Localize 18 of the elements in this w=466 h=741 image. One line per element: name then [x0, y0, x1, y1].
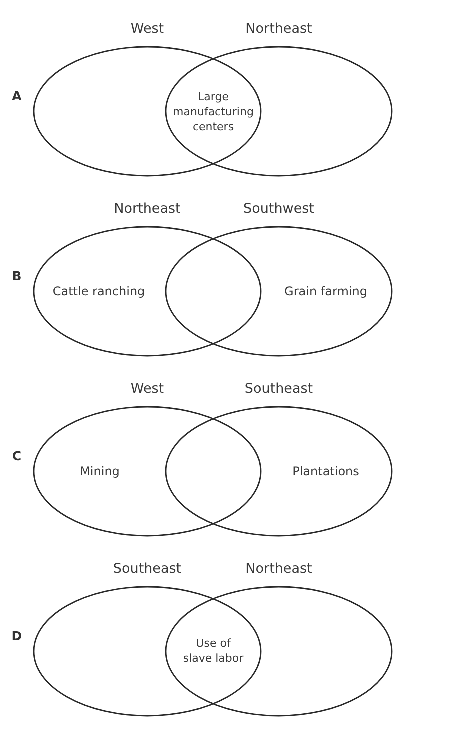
set-item-text: Grain farming: [284, 284, 368, 300]
set-heading: Northeast: [246, 561, 312, 578]
set-heading: Southeast: [113, 561, 182, 578]
overlap-text: Use of slave labor: [182, 636, 245, 666]
set-item-text: Cattle ranching: [52, 284, 146, 300]
set-heading: West: [130, 21, 164, 38]
set-heading: West: [130, 381, 164, 398]
panel-letter: C: [12, 448, 22, 464]
set-heading: Southwest: [244, 201, 314, 218]
panel-letter: B: [12, 268, 22, 284]
set-heading: Northeast: [246, 21, 312, 38]
set-heading: Southeast: [244, 381, 314, 398]
panel-letter: D: [12, 628, 22, 644]
panel-letter: A: [12, 88, 22, 104]
set-heading: Northeast: [114, 201, 181, 218]
overlap-text: Large manufacturing centers: [172, 90, 255, 134]
set-item-text: Mining: [80, 464, 120, 480]
set-item-text: Plantations: [292, 464, 360, 480]
